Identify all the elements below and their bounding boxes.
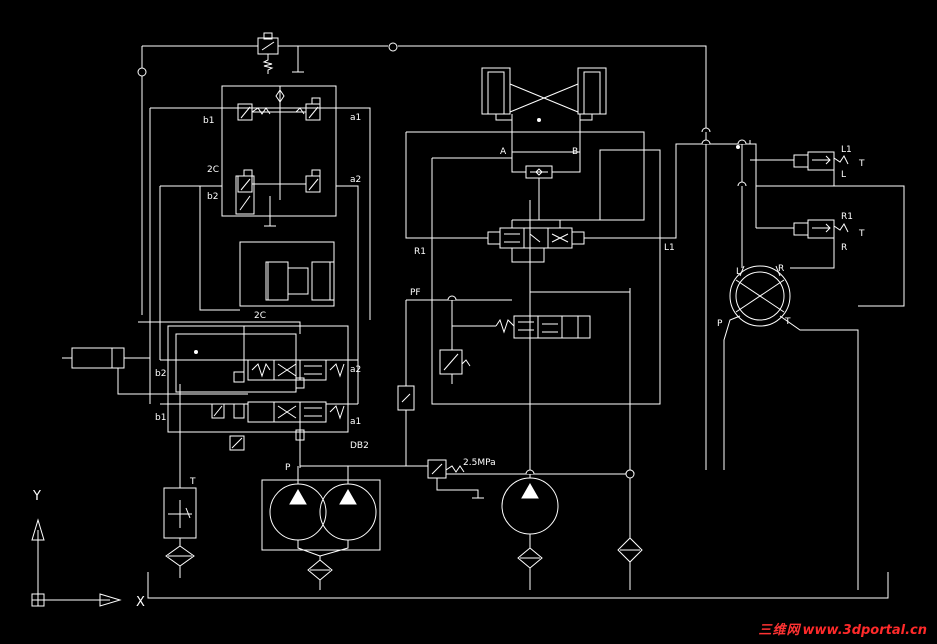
label-a2-low: a2 [350, 365, 361, 375]
priority-valve [452, 315, 591, 339]
label-sol-t1: T [858, 159, 865, 169]
ucs-axes [31, 518, 122, 607]
label-motor-r: R [778, 264, 784, 274]
label-pressure: 2.5MPa [463, 458, 496, 468]
filter-t [163, 470, 197, 578]
label-b2-top: b2 [207, 192, 218, 202]
main-pump [501, 200, 559, 590]
relief-valve-pf [439, 300, 471, 384]
label-p-pump: P [285, 463, 291, 473]
label-sol-l: L [841, 170, 846, 180]
right-circuit-lines [706, 140, 905, 307]
junction-dots [194, 118, 740, 354]
label-2c-top: 2C [207, 165, 219, 175]
multiway-valve-db2 [138, 320, 359, 470]
relief-valve-top [257, 32, 304, 74]
label-motor-l: L [736, 267, 741, 277]
label-l1: L1 [664, 243, 675, 253]
double-pump [261, 466, 381, 590]
label-b1-top: b1 [203, 116, 214, 126]
small-cylinder-left [62, 347, 248, 395]
label-a: A [500, 147, 507, 157]
steering-motor [723, 265, 859, 590]
label-b: B [572, 147, 578, 157]
label-sol-l1: L1 [841, 145, 852, 155]
check-valve-left [137, 67, 147, 77]
shuttle-check-mid [397, 299, 512, 466]
label-a2-top: a2 [350, 175, 361, 185]
line-hops [447, 127, 747, 475]
label-2c-low: 2C [254, 311, 266, 321]
label-pf: PF [410, 288, 421, 298]
pilot-valve-block [149, 85, 371, 360]
relief-valve-25mpa [300, 459, 630, 499]
label-axis-x: X [136, 595, 145, 610]
label-b2-low: b2 [155, 369, 166, 379]
center-circuit-lines [405, 131, 750, 405]
label-sol-r1: R1 [841, 212, 853, 222]
label-sol-r: R [841, 243, 847, 253]
right-filter [617, 288, 643, 590]
label-motor-p: P [717, 319, 723, 329]
label-motor-t: T [784, 317, 791, 327]
label-r1: R1 [414, 247, 426, 257]
cross-cylinders [481, 67, 607, 153]
steering-cylinder [199, 186, 335, 311]
label-axis-y: Y [32, 489, 41, 504]
watermark-chinese: 三维网 [758, 623, 801, 638]
label-b1-low: b1 [155, 413, 166, 423]
label-t-filter: T [189, 477, 196, 487]
label-db2: DB2 [350, 441, 369, 451]
label-a1-top: a1 [350, 113, 361, 123]
shuttle-valve-top [511, 152, 581, 220]
labels: b1 a1 2C b2 a2 2C b2 a2 b1 a1 DB2 P T 2.… [32, 113, 865, 610]
check-valve-top [388, 42, 398, 52]
steering-directional-valve [420, 220, 660, 263]
label-sol-t2: T [858, 229, 865, 239]
solenoid-valve-r1 [756, 219, 849, 239]
tank-line [147, 572, 889, 599]
label-a1-low: a1 [350, 417, 361, 427]
solenoid-valve-l1 [750, 151, 849, 171]
watermark-url: www.3dportal.cn [802, 623, 927, 638]
